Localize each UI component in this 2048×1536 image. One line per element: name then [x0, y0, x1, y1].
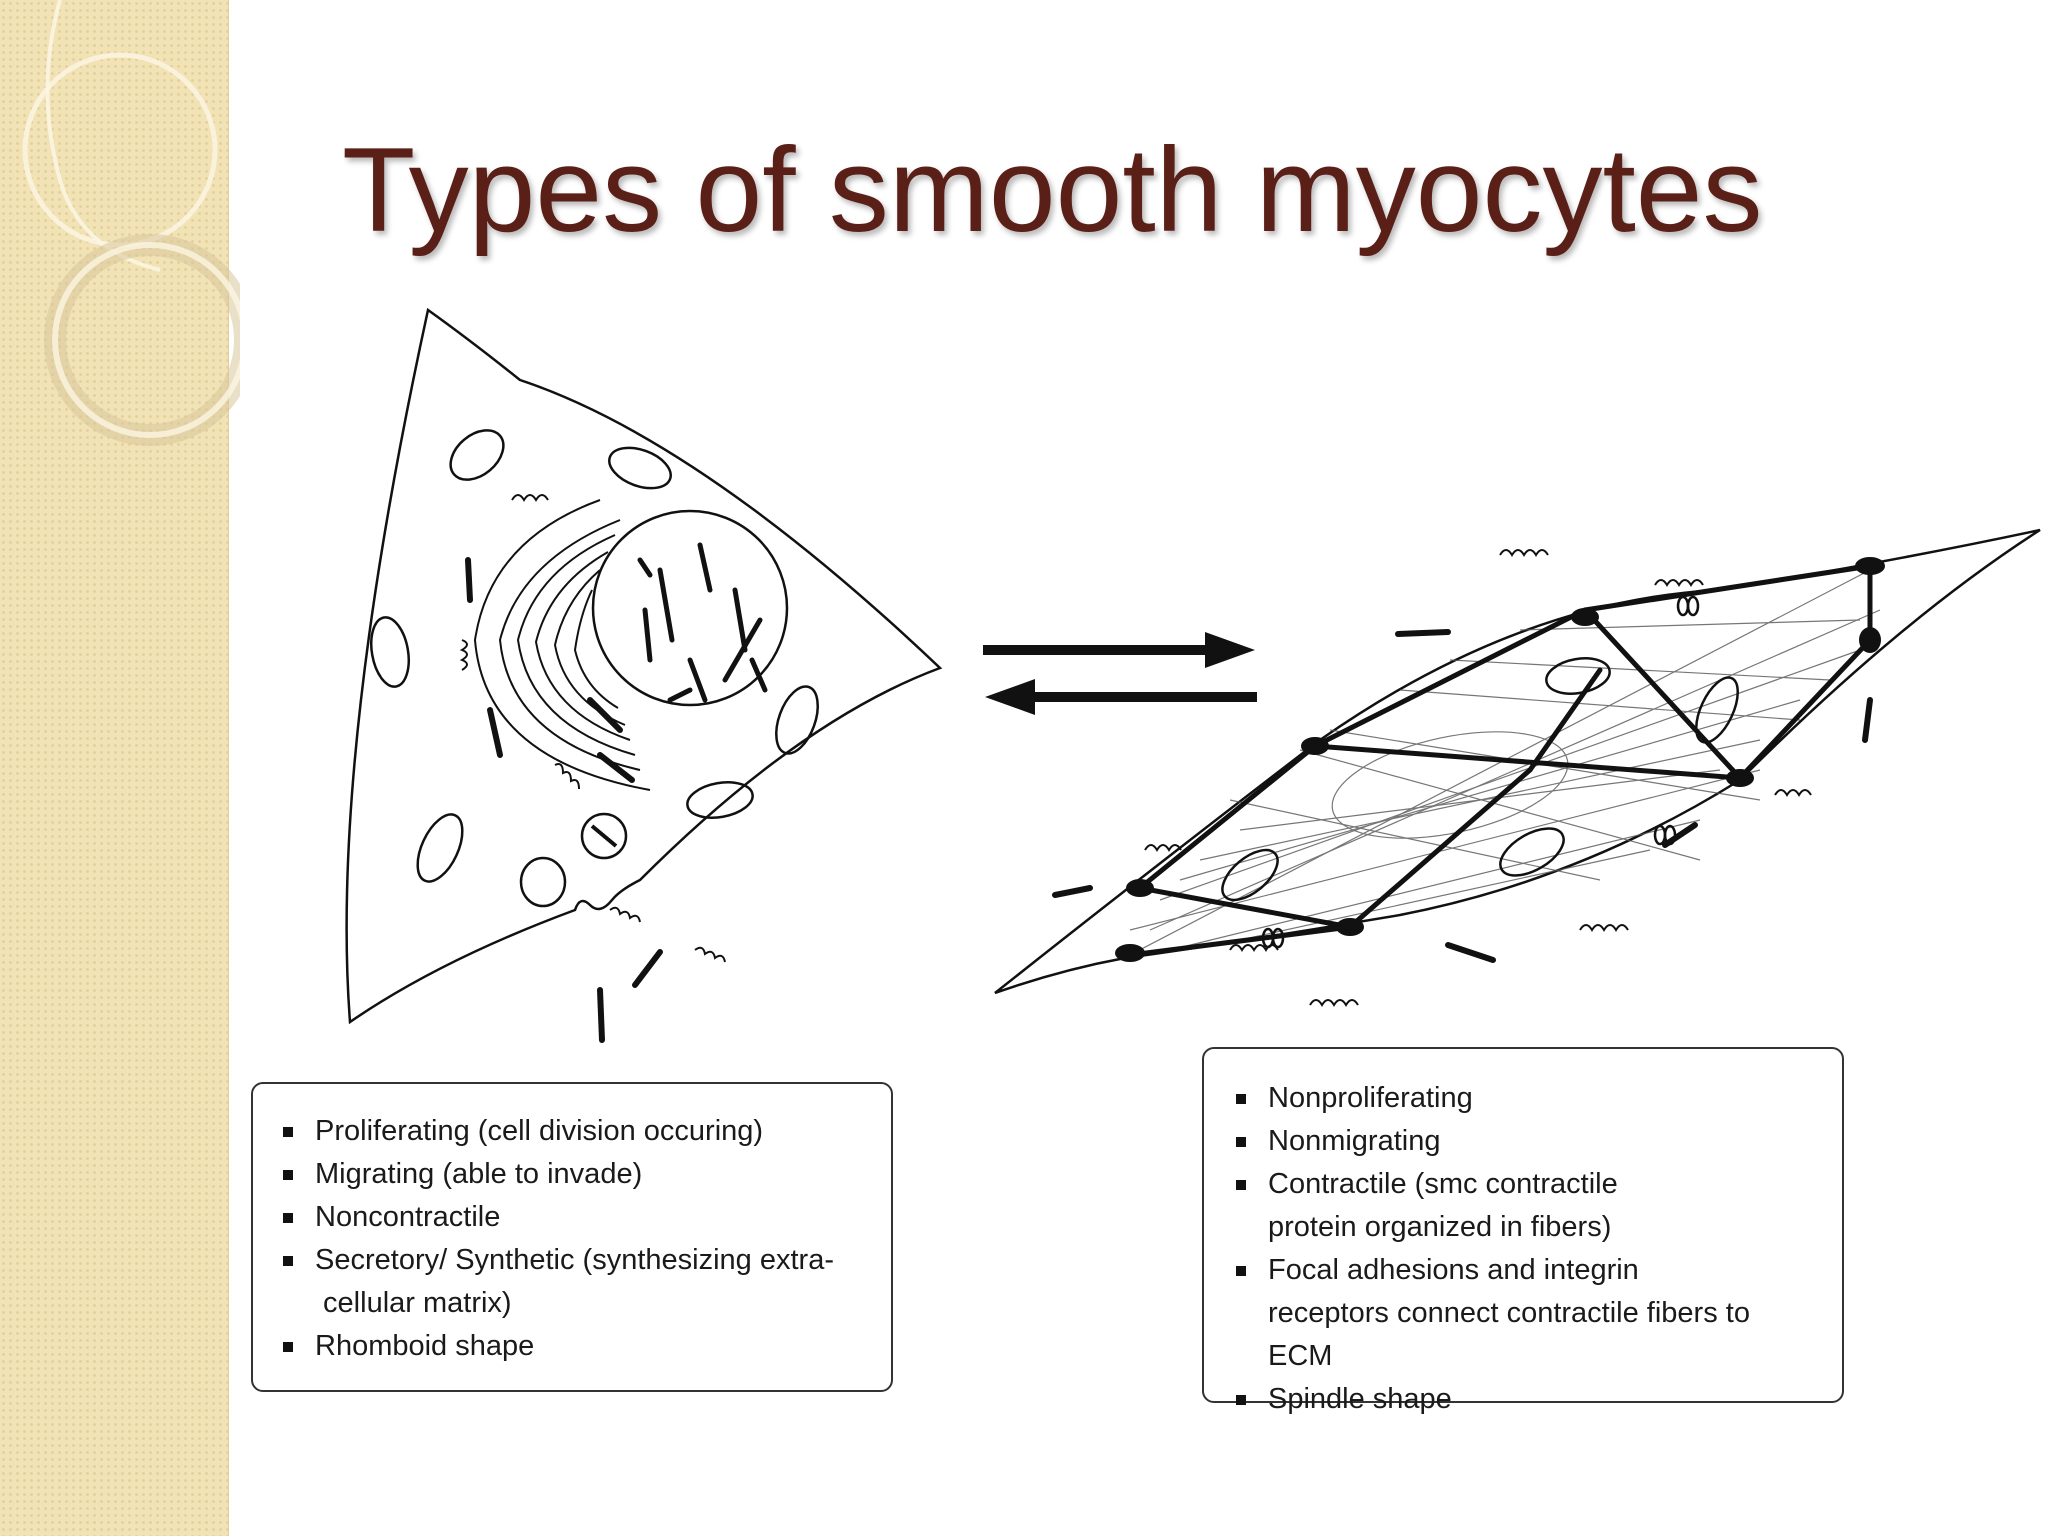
list-item-text: Nonproliferating — [1268, 1082, 1473, 1114]
bullet-icon — [1236, 1137, 1246, 1147]
list-item: Nonproliferating — [1236, 1077, 1822, 1120]
bullet-icon — [1236, 1395, 1246, 1405]
bullet-icon — [283, 1342, 293, 1352]
slide-title: Types of smooth myocytes — [342, 123, 1763, 257]
bullet-icon — [1236, 1094, 1246, 1104]
contractile-phenotype-box: Nonproliferating Nonmigrating Contractil… — [1202, 1047, 1844, 1415]
ecm-collagen-coils — [1144, 549, 1812, 1007]
decorative-rings — [22, 0, 240, 446]
list-item-text: Secretory/ Synthetic (synthesizing extra… — [315, 1244, 834, 1319]
list-item: Proliferating (cell division occuring) — [283, 1110, 871, 1153]
bullet-icon — [1236, 1266, 1246, 1276]
stress-fibers — [1127, 563, 1873, 958]
list-item: Contractile (smc contractile protein org… — [1236, 1163, 1822, 1249]
forward-arrowhead — [1205, 632, 1255, 668]
list-item-text: Noncontractile — [315, 1201, 501, 1233]
list-item-text: Proliferating (cell division occuring) — [315, 1115, 764, 1147]
integrin-receptors — [1261, 595, 1700, 949]
contractile-phenotype-list: Nonproliferating Nonmigrating Contractil… — [1236, 1077, 1822, 1421]
myocyte-diagram — [345, 307, 2041, 1043]
list-item-text: Migrating (able to invade) — [315, 1158, 643, 1190]
list-item-text: Nonmigrating — [1268, 1125, 1441, 1157]
bullet-icon — [283, 1256, 293, 1266]
list-item: Spindle shape — [1236, 1378, 1822, 1421]
list-item-text: Rhomboid shape — [315, 1330, 535, 1362]
synthetic-phenotype-list: Proliferating (cell division occuring) M… — [283, 1110, 871, 1368]
list-item: Migrating (able to invade) — [283, 1153, 871, 1196]
list-item: Noncontractile — [283, 1196, 871, 1239]
chromatin — [637, 542, 768, 703]
vesicle — [580, 812, 628, 860]
list-item: Rhomboid shape — [283, 1325, 871, 1368]
reverse-arrowhead — [985, 679, 1035, 715]
nucleus — [591, 509, 789, 707]
equilibrium-arrows — [983, 632, 1257, 715]
list-item-text: Spindle shape — [1268, 1383, 1452, 1415]
mitochondria — [370, 429, 819, 908]
bullet-icon — [283, 1170, 293, 1180]
list-item: Secretory/ Synthetic (synthesizing extra… — [283, 1239, 871, 1325]
bullet-icon — [283, 1213, 293, 1223]
bullet-icon — [283, 1127, 293, 1137]
ecm-fragments — [1052, 629, 1873, 963]
synthetic-cell-illustration — [345, 307, 943, 1043]
contractile-mitochondria — [1221, 657, 1739, 902]
secreted-matrix-fragments — [465, 557, 663, 1043]
vesicle-bar — [590, 824, 618, 848]
list-item-text: Contractile (smc contractile protein org… — [1268, 1168, 1618, 1243]
list-item: Nonmigrating — [1236, 1120, 1822, 1163]
bullet-icon — [1236, 1180, 1246, 1190]
collagen-coils — [459, 494, 726, 963]
contractile-cell-illustration — [994, 528, 2041, 1007]
endoplasmic-reticulum — [473, 499, 651, 791]
focal-adhesions — [1115, 557, 1885, 962]
synthetic-phenotype-box: Proliferating (cell division occuring) M… — [251, 1082, 893, 1392]
list-item-text: Focal adhesions and integrin receptors c… — [1268, 1254, 1750, 1372]
list-item: Focal adhesions and integrin receptors c… — [1236, 1249, 1822, 1378]
synthetic-cell-membrane — [345, 307, 943, 1025]
